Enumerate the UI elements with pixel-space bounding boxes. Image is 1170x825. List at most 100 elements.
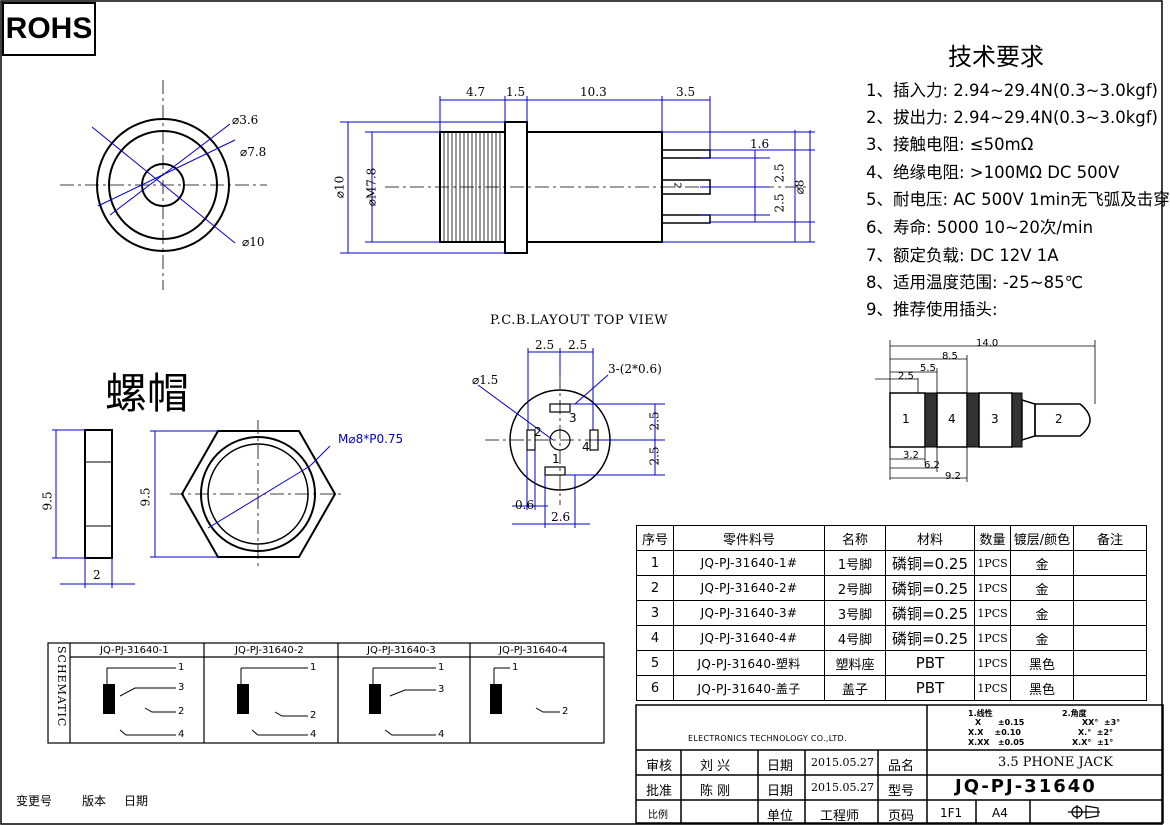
dim-label: 2.6 bbox=[551, 510, 571, 524]
pin-label: 1 bbox=[552, 452, 560, 466]
dim-label: 10.3 bbox=[580, 85, 607, 99]
pin-label: 4 bbox=[310, 729, 317, 740]
schematic-table bbox=[47, 642, 605, 744]
tolerance-linear: X ±0.15 bbox=[975, 718, 1025, 727]
dim-label: 6.2 bbox=[924, 460, 940, 471]
page-number: 1F1 bbox=[940, 806, 963, 820]
dim-label: 2.5 bbox=[898, 371, 914, 382]
bom-cell bbox=[1073, 675, 1147, 701]
approver-name: 陈 刚 bbox=[700, 784, 731, 799]
bom-cell: 塑料座 bbox=[824, 650, 886, 676]
bom-cell: JQ-PJ-31640-盖子 bbox=[673, 675, 825, 701]
schematic-column-title: JQ-PJ-31640-1 bbox=[100, 645, 169, 656]
bom-cell: 4 bbox=[636, 625, 674, 651]
rohs-badge: ROHS bbox=[2, 2, 96, 56]
bom-cell: 1PCS bbox=[974, 550, 1011, 576]
pin-label: 2 bbox=[562, 706, 569, 717]
page-label: 页码 bbox=[888, 809, 915, 824]
pin-label: 4 bbox=[438, 729, 445, 740]
bom-cell: PBT bbox=[885, 675, 975, 701]
pin-label: 2 bbox=[178, 706, 185, 717]
bom-cell: 2号脚 bbox=[824, 575, 886, 601]
schematic-label: SCHEMATIC bbox=[55, 646, 68, 728]
thread-label: M⌀8*P0.75 bbox=[338, 432, 404, 446]
dim-label: 2.5 bbox=[647, 411, 662, 431]
table-row: 4 JQ-PJ-31640-4# 4号脚 磷铜=0.25 1PCS 金 bbox=[636, 625, 1147, 651]
bom-cell: 金 bbox=[1010, 575, 1074, 601]
model-label: 型号 bbox=[888, 784, 915, 799]
dim-label: 5.5 bbox=[920, 363, 936, 374]
pin-label: 3 bbox=[178, 682, 185, 693]
bom-cell: 黑色 bbox=[1010, 650, 1074, 676]
schematic-column-title: JQ-PJ-31640-3 bbox=[367, 645, 436, 656]
bom-header-cell: 备注 bbox=[1073, 525, 1147, 551]
table-row: 2 JQ-PJ-31640-2# 2号脚 磷铜=0.25 1PCS 金 bbox=[636, 575, 1147, 601]
front-view bbox=[60, 80, 267, 290]
dim-label: ⌀3.6 bbox=[232, 113, 259, 127]
requirement-item: 7、额定负载: DC 12V 1A bbox=[866, 246, 1059, 265]
bom-header-cell: 材料 bbox=[885, 525, 975, 551]
side-view bbox=[340, 96, 815, 254]
dim-label: 9.2 bbox=[945, 471, 961, 482]
bom-cell: 3号脚 bbox=[824, 600, 886, 626]
pin-label: 2 bbox=[671, 182, 683, 189]
company-name: ELECTRONICS TECHNOLOGY CO.,LTD. bbox=[688, 734, 847, 743]
bom-table: 序号 零件料号 名称 材料 数量 镀层/颜色 备注 1 JQ-PJ-31640-… bbox=[636, 525, 1147, 701]
dim-label: 9.5 bbox=[40, 491, 55, 511]
unit-label: 单位 bbox=[767, 809, 794, 824]
bom-cell: 1 bbox=[636, 550, 674, 576]
bom-cell: 金 bbox=[1010, 600, 1074, 626]
table-row: 6 JQ-PJ-31640-盖子 盖子 PBT 1PCS 黑色 bbox=[636, 675, 1147, 701]
date-label: 日期 bbox=[767, 759, 794, 774]
product-label: 品名 bbox=[888, 759, 915, 774]
requirement-item: 3、接触电阻: ≤50mΩ bbox=[866, 135, 1034, 154]
date-value: 2015.05.27 bbox=[811, 781, 874, 794]
dim-label: 1.5 bbox=[506, 85, 526, 99]
date-label: 日期 bbox=[767, 784, 794, 799]
bom-cell: 磷铜=0.25 bbox=[885, 600, 975, 626]
bom-cell: 磷铜=0.25 bbox=[885, 575, 975, 601]
dim-label: 3-(2*0.6) bbox=[608, 362, 662, 376]
table-row: 1 JQ-PJ-31640-1# 1号脚 磷铜=0.25 1PCS 金 bbox=[636, 550, 1147, 576]
dim-label: 2 bbox=[93, 568, 101, 582]
bom-cell: JQ-PJ-31640-3# bbox=[673, 600, 825, 626]
bom-header-cell: 序号 bbox=[636, 525, 674, 551]
reviewer-label: 审核 bbox=[646, 759, 673, 774]
product-name: 3.5 PHONE JACK bbox=[998, 755, 1113, 770]
bom-cell: JQ-PJ-31640-4# bbox=[673, 625, 825, 651]
tolerance-angle-title: 2.角度 bbox=[1062, 709, 1087, 718]
version-label: 版本 bbox=[82, 794, 107, 808]
dim-label: ⌀10 bbox=[332, 175, 347, 199]
dim-label: ⌀8 bbox=[792, 179, 807, 195]
schematic-column-title: JQ-PJ-31640-4 bbox=[499, 645, 568, 656]
dim-label: 2.5 bbox=[772, 193, 787, 213]
pin-label: 2 bbox=[310, 710, 317, 721]
change-number-label: 变更号 bbox=[16, 794, 53, 808]
tolerance-linear: X.XX ±0.05 bbox=[968, 738, 1025, 747]
approver-label: 批准 bbox=[646, 784, 673, 799]
bom-cell: JQ-PJ-31640-1# bbox=[673, 550, 825, 576]
dim-label: 2.5 bbox=[568, 338, 588, 352]
bom-cell bbox=[1073, 600, 1147, 626]
pin-label: 4 bbox=[582, 440, 590, 454]
bom-cell bbox=[1073, 575, 1147, 601]
table-row: 5 JQ-PJ-31640-塑料 塑料座 PBT 1PCS 黑色 bbox=[636, 650, 1147, 676]
scale-label: 比例 bbox=[648, 810, 668, 821]
pcb-layout bbox=[477, 348, 665, 528]
dim-label: 4.7 bbox=[466, 85, 486, 99]
bom-cell: 4号脚 bbox=[824, 625, 886, 651]
bom-cell: 金 bbox=[1010, 625, 1074, 651]
paper-size: A4 bbox=[992, 806, 1008, 820]
pin-label: 3 bbox=[569, 411, 577, 425]
bom-cell: 金 bbox=[1010, 550, 1074, 576]
tolerance-angle: XX° ±3° bbox=[1082, 718, 1121, 727]
projection-symbol-icon bbox=[1068, 805, 1100, 819]
bom-cell: 5 bbox=[636, 650, 674, 676]
dim-label: 3.5 bbox=[676, 85, 696, 99]
bom-header-cell: 零件料号 bbox=[673, 525, 825, 551]
pin-label: 1 bbox=[438, 662, 445, 673]
plug-drawing bbox=[875, 340, 1096, 482]
bom-header-cell: 数量 bbox=[974, 525, 1011, 551]
bom-cell: 2 bbox=[636, 575, 674, 601]
